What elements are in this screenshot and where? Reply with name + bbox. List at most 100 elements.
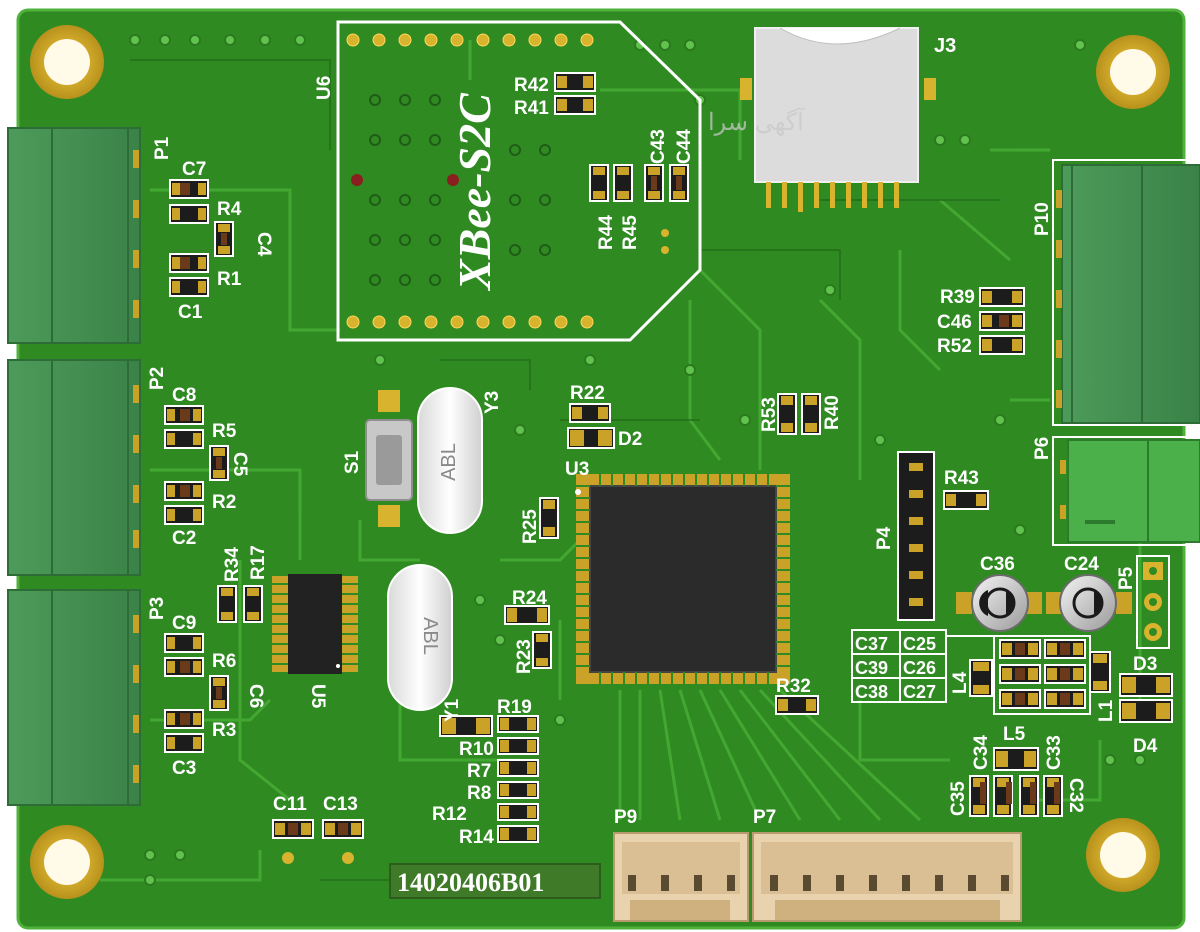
label-d3: D3 <box>1133 654 1157 675</box>
push-button-s1 <box>365 390 413 527</box>
label-c39: C39 <box>855 658 888 678</box>
mounting-holes <box>30 25 1170 899</box>
label-r6: R6 <box>212 651 236 672</box>
label-r52: R52 <box>937 336 972 357</box>
label-u6: U6 <box>314 76 335 100</box>
smd-components <box>164 72 1173 864</box>
crystal-y1-marking: ABL <box>419 617 441 655</box>
label-c43: C43 <box>648 129 669 164</box>
electrolytic-cap-c24 <box>1046 574 1132 632</box>
label-p1: P1 <box>152 136 173 160</box>
label-r10: R10 <box>459 739 494 760</box>
label-p3: P3 <box>147 597 168 620</box>
terminal-block-p10 <box>1052 159 1200 426</box>
pin-header-p4 <box>897 451 935 621</box>
label-u5: U5 <box>307 684 328 709</box>
label-c8: C8 <box>172 385 196 406</box>
label-r43: R43 <box>944 468 979 489</box>
terminal-block-p6 <box>1052 436 1200 546</box>
xbee-module-u6 <box>336 20 702 342</box>
label-y3: Y3 <box>482 391 503 414</box>
watermark-text: آگهی سرا <box>708 107 805 136</box>
label-r3: R3 <box>212 720 236 741</box>
crystal-y1 <box>387 564 453 711</box>
label-c44: C44 <box>674 129 695 164</box>
label-r24: R24 <box>512 588 547 609</box>
label-c25: C25 <box>903 634 936 654</box>
label-c34: C34 <box>971 735 992 770</box>
label-c3: C3 <box>172 758 196 779</box>
crystal-y3 <box>417 387 483 534</box>
board-outline <box>18 10 1184 928</box>
label-r14: R14 <box>459 827 494 848</box>
label-c11: C11 <box>273 794 307 815</box>
label-r17: R17 <box>248 545 269 580</box>
label-c33: C33 <box>1044 735 1065 770</box>
module-name-text: XBee-S2C <box>449 92 500 292</box>
electrolytic-cap-c36 <box>956 574 1042 632</box>
label-c27: C27 <box>903 682 936 702</box>
label-r45: R45 <box>620 215 641 250</box>
label-c4: C4 <box>253 232 274 257</box>
label-p9: P9 <box>614 807 637 828</box>
terminal-block-p2 <box>7 359 141 576</box>
label-c46: C46 <box>937 312 972 333</box>
label-r44: R44 <box>596 215 617 250</box>
serial-number: 14020406B01 <box>397 868 544 897</box>
label-u3: U3 <box>565 459 589 480</box>
label-p10: P10 <box>1032 202 1053 236</box>
label-r23: R23 <box>514 639 535 674</box>
label-l5: L5 <box>1003 724 1026 745</box>
label-c38: C38 <box>855 682 888 702</box>
terminal-block-p1 <box>7 127 141 344</box>
terminal-block-p3 <box>7 589 141 806</box>
label-p6: P6 <box>1032 437 1053 460</box>
label-r39: R39 <box>940 287 975 308</box>
label-j3: J3 <box>934 35 956 57</box>
label-r1: R1 <box>217 269 242 290</box>
label-r40: R40 <box>822 395 843 430</box>
label-c13: C13 <box>323 794 358 815</box>
label-c1: C1 <box>178 302 203 323</box>
label-r8: R8 <box>467 783 491 804</box>
label-c6: C6 <box>245 684 266 708</box>
serial-plate <box>389 863 601 899</box>
label-r12: R12 <box>432 804 467 825</box>
silkscreen: XBee-S2C ABL ABL 14020406B01 آگهی سرا U6… <box>147 35 1158 897</box>
connector-p7 <box>752 832 1022 922</box>
label-d2: D2 <box>618 429 642 450</box>
label-c9: C9 <box>172 613 196 634</box>
label-l4: L4 <box>950 671 971 694</box>
label-l1: L1 <box>1096 699 1117 722</box>
pin-header-p5 <box>1136 555 1170 649</box>
label-c32: C32 <box>1065 778 1086 813</box>
label-r7: R7 <box>467 761 491 782</box>
label-c5: C5 <box>229 452 250 477</box>
label-r4: R4 <box>217 199 242 220</box>
sd-card-j3 <box>740 27 936 212</box>
label-p7: P7 <box>753 807 776 828</box>
label-r41: R41 <box>514 98 549 119</box>
label-c35: C35 <box>948 781 969 816</box>
cap-group-outline <box>851 629 1091 715</box>
label-r2: R2 <box>212 492 236 513</box>
label-p2: P2 <box>147 367 168 390</box>
label-r19: R19 <box>497 697 532 718</box>
ic-u5 <box>272 574 358 674</box>
label-r5: R5 <box>212 421 237 442</box>
label-y1: Y1 <box>442 698 463 722</box>
label-d4: D4 <box>1133 736 1158 757</box>
crystal-y3-marking: ABL <box>438 443 460 481</box>
label-r34: R34 <box>222 547 243 582</box>
label-r53: R53 <box>759 397 780 432</box>
label-p5: P5 <box>1116 566 1137 590</box>
label-c26: C26 <box>903 658 936 678</box>
label-r42: R42 <box>514 75 549 96</box>
label-c24: C24 <box>1064 554 1099 575</box>
mcu-u3 <box>575 474 790 684</box>
label-c37: C37 <box>855 634 888 654</box>
label-r25: R25 <box>520 509 541 544</box>
label-s1: S1 <box>342 450 363 474</box>
label-c7: C7 <box>182 159 206 180</box>
